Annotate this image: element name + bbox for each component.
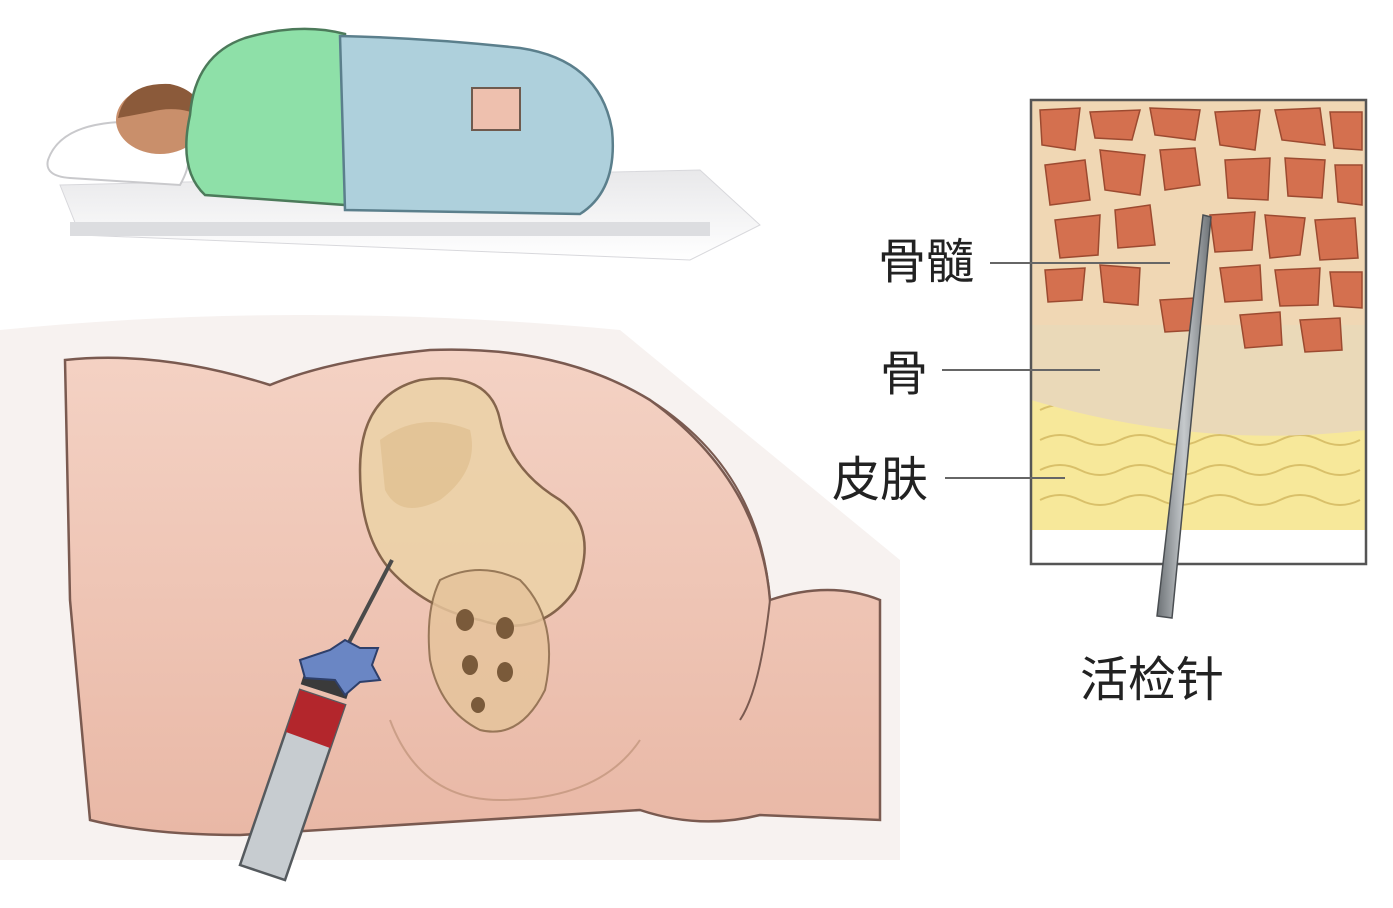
hip-scene [0,315,900,860]
drape-window [472,88,520,130]
biopsy-needle-label: 活检针 [1080,656,1224,704]
bone-marrow-label: 骨髓 [878,238,974,286]
skin-label: 皮肤 [832,456,928,504]
bone-section-inset [1031,100,1366,618]
bed-edge [70,222,710,236]
patient-gown [186,29,345,205]
bone-label: 骨 [880,350,928,398]
patient-prone-scene [47,29,760,260]
